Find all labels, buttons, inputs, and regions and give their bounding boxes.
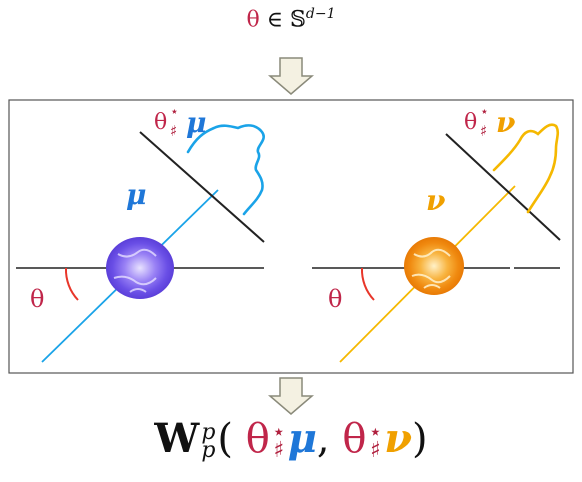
- diagram-frame: [8, 99, 574, 374]
- left-angle-arc: [64, 267, 79, 301]
- formula-theta-2: θ: [342, 416, 367, 462]
- sharp-icon: ♯: [273, 438, 285, 463]
- theta-symbol: θ: [246, 7, 260, 33]
- star-icon-2: ⋆: [368, 420, 383, 445]
- right-pf-sharp-icon: ♯: [480, 122, 488, 140]
- open-paren: (: [217, 416, 234, 462]
- sharp-icon-2: ♯: [370, 438, 381, 463]
- right-pf-measure: ν: [496, 106, 516, 139]
- close-paren: ): [411, 416, 428, 462]
- right-blob-texture: [411, 248, 451, 289]
- left-pf-measure: μ: [186, 106, 207, 139]
- left-projected-density-curve: [186, 124, 265, 216]
- wasserstein-sup: p: [201, 420, 216, 445]
- formula-comma: ,: [316, 416, 330, 462]
- sphere-exponent: d−1: [305, 6, 336, 22]
- element-of-symbol: ∈: [266, 7, 284, 33]
- sphere-symbol: 𝕊: [290, 7, 306, 33]
- left-panel: [16, 124, 265, 363]
- formula-theta-1: θ: [245, 416, 270, 462]
- star-icon: ⋆: [271, 420, 286, 445]
- down-arrow-icon-bottom: [267, 377, 315, 415]
- right-projected-density-curve: [492, 123, 560, 214]
- right-perpendicular-line: [445, 133, 561, 241]
- right-angle-label: θ: [328, 285, 343, 313]
- pushforward-op-1: ⋆♯: [271, 420, 286, 463]
- left-measure-blob: [106, 237, 174, 299]
- left-pf-sharp-icon: ♯: [170, 122, 178, 140]
- pushforward-op-2: ⋆♯: [368, 420, 383, 463]
- right-angle-arc: [360, 267, 375, 301]
- left-blob-texture: [113, 248, 157, 293]
- formula-mu: μ: [287, 415, 317, 462]
- direction-label: θ ∈ 𝕊d−1: [0, 6, 582, 32]
- right-measure-blob: [404, 237, 464, 295]
- formula-nu: ν: [384, 415, 412, 462]
- right-panel: [312, 123, 561, 363]
- right-pf-theta: θ: [464, 110, 478, 135]
- wasserstein-sub: p: [201, 438, 216, 463]
- left-perpendicular-line: [139, 131, 265, 243]
- right-pf-star-icon: ⋆: [480, 104, 489, 120]
- left-measure-label: μ: [126, 178, 147, 211]
- right-measure-label: ν: [426, 184, 446, 217]
- down-arrow-icon: [267, 57, 315, 95]
- wasserstein-symbol: W: [154, 415, 200, 462]
- left-pf-theta: θ: [154, 110, 168, 135]
- left-pf-star-icon: ⋆: [170, 104, 179, 120]
- left-angle-label: θ: [30, 285, 45, 313]
